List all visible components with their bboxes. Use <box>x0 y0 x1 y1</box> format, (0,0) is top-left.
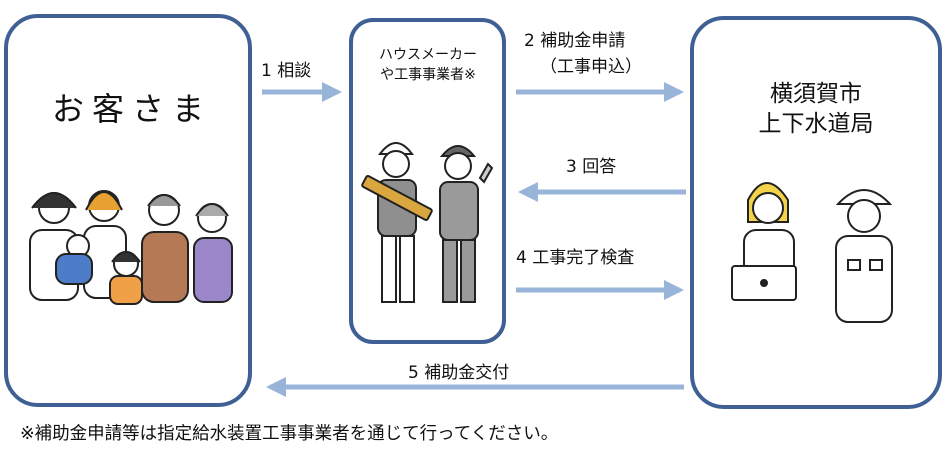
family-illustration <box>29 190 233 305</box>
footnote: ※補助金申請等は指定給水装置工事事業者を通じて行ってください。 <box>20 424 559 444</box>
customer-box: お客さま <box>4 14 252 407</box>
step-grant-label: 5 補助金交付 <box>408 363 510 383</box>
step-apply-label: 2 補助金申請 <box>524 31 626 51</box>
city-title-line1: 横須賀市 <box>770 81 862 107</box>
maker-title-line1: ハウスメーカー <box>379 47 477 63</box>
staff-illustration <box>731 182 893 323</box>
city-title-line2: 上下水道局 <box>758 111 874 137</box>
maker-title-line2: や工事事業者※ <box>380 67 476 83</box>
step-consult-label: 1 相談 <box>261 61 312 81</box>
workers-illustration <box>361 142 494 303</box>
step-inspection-label: 4 工事完了検査 <box>516 248 635 268</box>
step-apply-sublabel: （工事申込） <box>540 57 642 77</box>
city-box: 横須賀市 上下水道局 <box>690 16 942 409</box>
maker-box: ハウスメーカー や工事事業者※ <box>349 18 506 344</box>
step-reply-label: 3 回答 <box>566 157 617 177</box>
customer-title: お客さま <box>51 90 212 128</box>
